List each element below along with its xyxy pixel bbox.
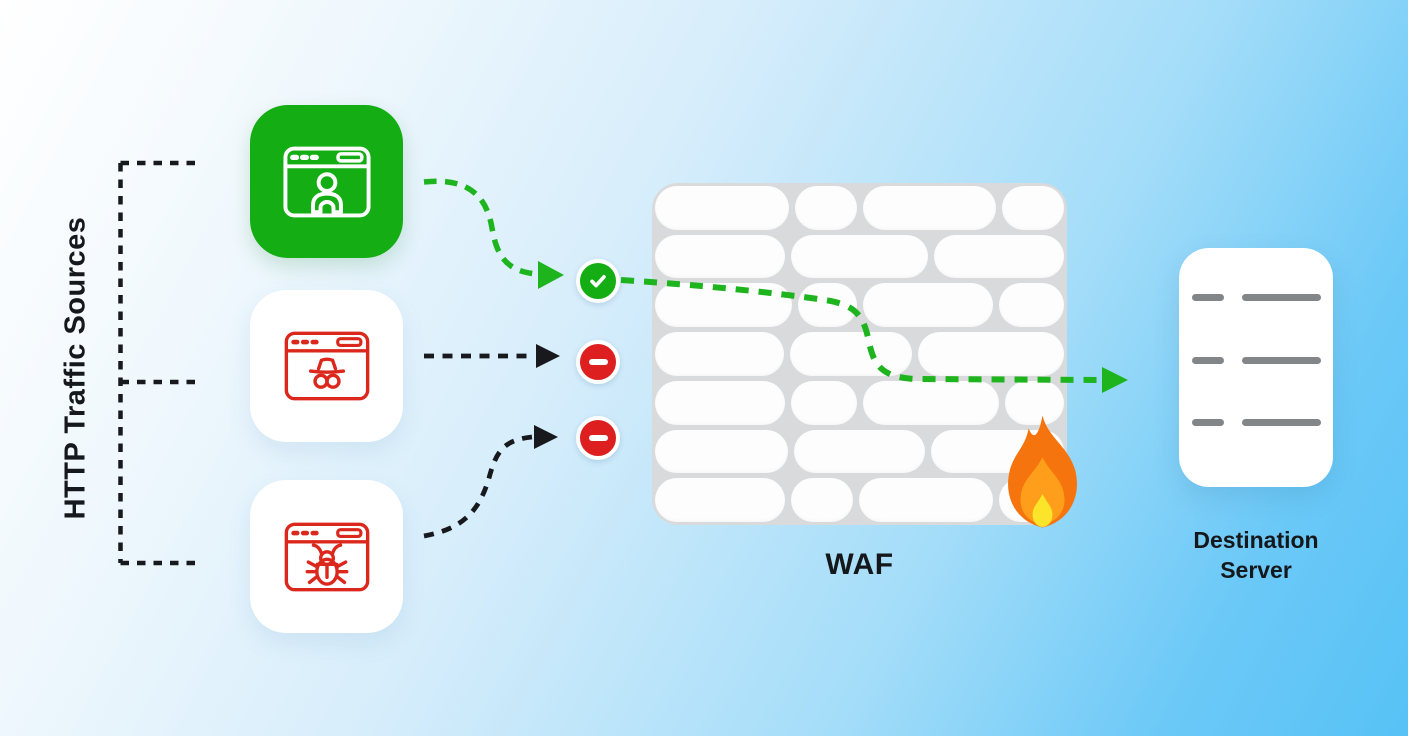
blocked-arrowhead-1: [536, 344, 560, 368]
wall-row: [655, 429, 1064, 474]
browser-bug-icon: [284, 522, 369, 591]
wall-brick: [655, 186, 789, 230]
server-line: [1242, 419, 1321, 426]
server-line: [1242, 357, 1321, 364]
wall-brick: [655, 332, 785, 376]
wall-brick: [794, 429, 925, 474]
allowed-arrow: [423, 178, 537, 277]
wall-brick: [791, 380, 857, 425]
wall-brick: [862, 283, 993, 328]
wall-brick: [794, 186, 857, 230]
wall-row: [655, 380, 1064, 425]
wall-row: [655, 186, 1064, 230]
source-box-incognito: [250, 290, 403, 442]
server-line: [1242, 294, 1321, 301]
check-icon: [576, 259, 620, 303]
allowed-through-wall-arrowhead: [1102, 367, 1128, 393]
wall-row: [655, 234, 1064, 279]
browser-incognito-icon: [284, 331, 369, 401]
wall-brick: [655, 429, 789, 474]
flame-icon: [1008, 415, 1077, 528]
wall-brick: [791, 478, 854, 523]
wall-brick: [862, 380, 1000, 425]
server-line: [1192, 419, 1224, 426]
server-line: [1192, 294, 1224, 301]
wall-brick: [790, 332, 913, 376]
blocked-arrow-2: [423, 434, 533, 539]
browser-user-icon: [282, 146, 371, 217]
wall-brick: [797, 283, 857, 328]
wall-brick: [933, 234, 1064, 279]
wall-brick: [859, 478, 993, 523]
wall-brick: [655, 234, 786, 279]
sources-bracket: [118, 160, 200, 566]
wall-brick: [655, 380, 786, 425]
blocked-arrowhead-2: [534, 425, 558, 449]
wall-brick: [862, 186, 997, 230]
waf-label: WAF: [825, 548, 894, 581]
allowed-through-wall-path: [620, 277, 1101, 383]
wall-brick: [1002, 186, 1064, 230]
destination-server-label: Destination Server: [1193, 527, 1319, 583]
server-icon: [1179, 248, 1333, 487]
allowed-arrowhead: [538, 261, 564, 289]
wall-brick: [655, 478, 786, 523]
wall-brick: [918, 332, 1064, 376]
wall-row: [655, 332, 1064, 376]
waf-wall: [652, 183, 1067, 525]
wall-brick: [1005, 380, 1064, 425]
wall-brick: [791, 234, 928, 279]
minus-icon: [576, 416, 620, 460]
wall-brick: [998, 283, 1064, 328]
source-box-bug: [250, 480, 403, 633]
server-line: [1192, 357, 1224, 364]
minus-icon: [576, 340, 620, 384]
source-box-user: [250, 105, 403, 258]
